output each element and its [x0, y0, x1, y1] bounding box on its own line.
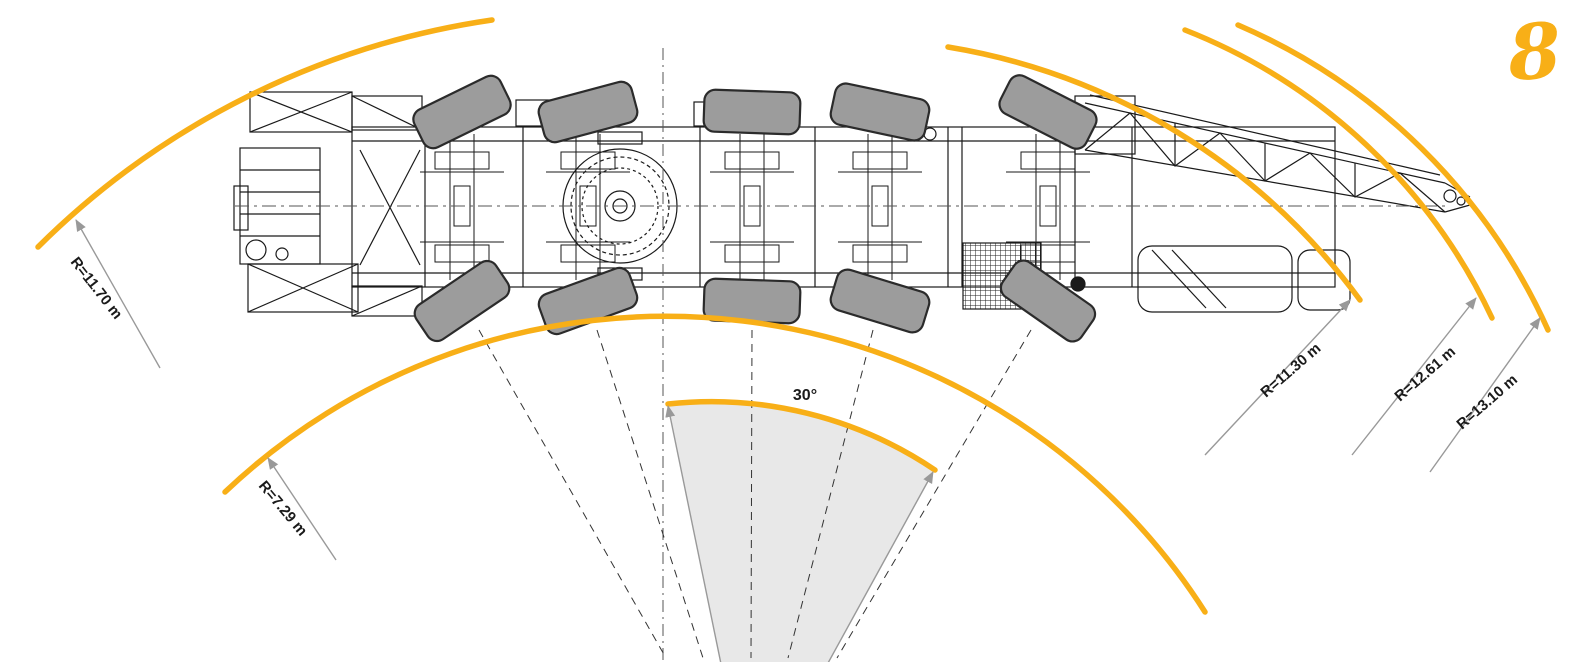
axle-assembly-3: [710, 134, 794, 280]
tire: [829, 82, 931, 142]
radius-arrow-rear-outer: [75, 219, 161, 369]
radius-label-front-middle: R=12.61 m: [1391, 343, 1458, 405]
steering-axis-line: [750, 329, 753, 659]
tire: [999, 259, 1097, 343]
driver-cab: [1137, 245, 1351, 313]
axle-assembly-2: [546, 134, 630, 280]
sector-edge-right: [827, 471, 934, 662]
turning-radius-arcs: [35, 17, 1551, 615]
steering-axis-line: [478, 329, 667, 659]
wheels: [412, 74, 1098, 343]
radius-arrow-inner: [267, 457, 337, 561]
tire: [413, 259, 511, 343]
tire: [702, 88, 802, 136]
arc-front-outer: [1235, 22, 1551, 333]
arc-steering-sector: [665, 398, 938, 473]
radius-arrow-front-middle: [1351, 297, 1477, 456]
axle-assembly-4: [838, 134, 922, 280]
radius-arrow-front-outer: [1429, 317, 1541, 473]
tire: [829, 268, 931, 334]
rear-counterweight: [233, 91, 423, 317]
tire: [537, 80, 639, 144]
radius-arrow-front-inner: [1204, 299, 1351, 456]
steering-axis-line: [596, 329, 704, 659]
steering-sector-wedge: [668, 401, 935, 662]
steering-axis-line: [787, 329, 874, 659]
tire: [998, 74, 1098, 150]
sector-edge-left: [665, 405, 722, 662]
crane-top-view: [233, 91, 1471, 317]
axle-assembly-1: [420, 134, 504, 280]
sector-edges: [665, 405, 934, 662]
arc-inner: [222, 313, 1208, 615]
page-number: 8: [1504, 6, 1564, 99]
chassis-frame: [351, 99, 1336, 292]
steering-axis-line: [836, 329, 1032, 659]
radius-label-rear-outer: R=11.70 m: [67, 254, 126, 323]
arc-front-middle: [1182, 27, 1495, 321]
tire: [412, 74, 512, 150]
arc-front-inner: [945, 44, 1363, 303]
arc-rear-outer: [35, 17, 495, 250]
radius-label-front-inner: R=11.30 m: [1257, 340, 1324, 401]
steering-angle-label: 30°: [793, 387, 817, 404]
steering-axis-lines: [478, 329, 1032, 659]
radius-arrows: [75, 219, 1541, 561]
radius-label-front-outer: R=13.10 m: [1453, 371, 1520, 433]
